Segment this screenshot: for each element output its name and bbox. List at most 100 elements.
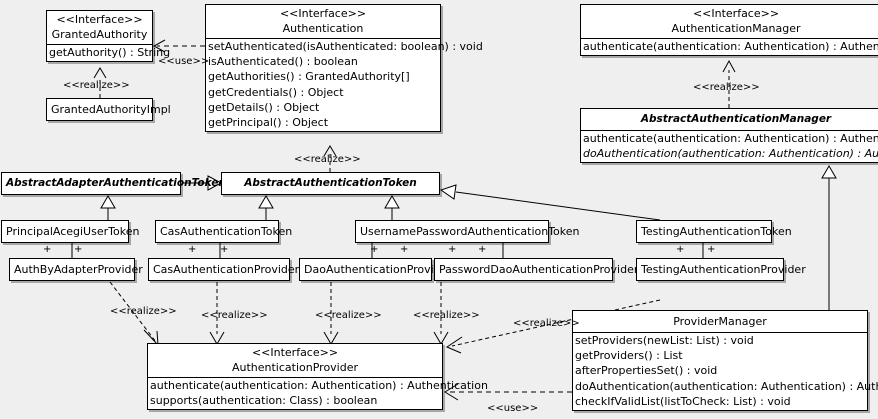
- member-row: getAuthorities() : GrantedAuthority[]: [208, 70, 410, 84]
- assoc-marker-plus: +: [74, 244, 83, 255]
- class-box-provider-manager[interactable]: ProviderManager setProviders(newList: Li…: [572, 310, 878, 412]
- class-name: DaoAuthenticationProvider: [304, 263, 452, 276]
- class-box-granted-authority[interactable]: <<Interface>> GrantedAuthority getAuthor…: [46, 10, 171, 63]
- class-name: GrantedAuthorityImpl: [51, 103, 171, 116]
- member-row: getDetails() : Object: [208, 100, 320, 114]
- class-header: <<Interface>> GrantedAuthority: [47, 11, 152, 44]
- class-members: setProviders(newList: List) : void getPr…: [573, 332, 878, 410]
- class-box-cas-authentication-token[interactable]: CasAuthenticationToken: [155, 220, 293, 243]
- edge-label-realize-authbyadapter: <<realize>>: [110, 306, 177, 317]
- edge-label-use-providermanager: <<use>>: [487, 403, 539, 414]
- assoc-marker-plus: +: [478, 244, 487, 255]
- edge-label-realize-grantedauthorityimpl: <<realize>>: [63, 80, 130, 91]
- edge-generalize-usernametoken-to-abstracttoken: [384, 195, 400, 220]
- edge-generalize-principaltoken-to-adaptertoken: [100, 195, 116, 220]
- class-name: PasswordDaoAuthenticationProvider: [439, 263, 639, 276]
- edge-label-realize-dao: <<realize>>: [315, 310, 382, 321]
- class-box-abstract-authentication-token[interactable]: AbstractAuthenticationToken: [221, 172, 440, 195]
- edge-label-use-grantedauthority: <<use>>: [158, 56, 210, 67]
- assoc-marker-plus: +: [188, 244, 197, 255]
- class-header: UsernamePasswordAuthenticationToken: [356, 221, 580, 242]
- assoc-marker-plus: +: [43, 244, 52, 255]
- member-row: authenticate(authentication: Authenticat…: [583, 40, 878, 53]
- class-name: AbstractAuthenticationManager: [640, 113, 832, 125]
- class-members: setAuthenticated(isAuthenticated: boolea…: [206, 38, 483, 131]
- member-row: setAuthenticated(isAuthenticated: boolea…: [208, 40, 483, 53]
- member-row: afterPropertiesSet() : void: [575, 364, 718, 378]
- member-row: authenticate(authentication: Authenticat…: [583, 132, 878, 145]
- class-header: TestingAuthenticationToken: [637, 221, 792, 242]
- edge-label-realize-testing: <<realize>>: [513, 318, 580, 329]
- member-row: getCredentials() : Object: [208, 85, 344, 99]
- class-box-principal-acegi-user-token[interactable]: PrincipalAcegiUserToken: [1, 220, 140, 243]
- class-name: UsernamePasswordAuthenticationToken: [360, 225, 580, 238]
- class-box-testing-authentication-token[interactable]: TestingAuthenticationToken: [636, 220, 792, 243]
- class-name: AuthenticationProvider: [231, 361, 359, 374]
- member-row: getProviders() : List: [575, 349, 683, 363]
- class-box-abstract-adapter-authentication-token[interactable]: AbstractAdapterAuthenticationToken: [1, 172, 226, 195]
- class-stereotype: <<Interface>>: [251, 346, 339, 359]
- edge-label-realize-passworddao: <<realize>>: [413, 310, 480, 321]
- class-members: authenticate(authentication: Authenticat…: [581, 130, 878, 162]
- class-name: AbstractAuthenticationToken: [244, 177, 417, 189]
- class-name: TestingAuthenticationProvider: [641, 263, 806, 276]
- class-name: TestingAuthenticationToken: [641, 225, 792, 238]
- member-row: getAuthority() : String: [49, 46, 171, 59]
- class-box-authentication-manager[interactable]: <<Interface>> AuthenticationManager auth…: [580, 4, 878, 57]
- edge-generalize-testingtoken-to-abstracttoken: [439, 184, 661, 221]
- edge-label-realize-cas: <<realize>>: [201, 310, 268, 321]
- edge-generalize-castoken-to-abstracttoken: [258, 195, 274, 220]
- assoc-marker-plus: +: [707, 244, 716, 255]
- class-members: authenticate(authentication: Authenticat…: [148, 377, 488, 409]
- class-header: <<Interface>> AuthenticationManager: [581, 5, 878, 38]
- class-header: DaoAuthenticationProvider: [300, 259, 452, 280]
- class-box-abstract-authentication-manager[interactable]: AbstractAuthenticationManager authentica…: [580, 108, 878, 164]
- class-box-authentication[interactable]: <<Interface>> Authentication setAuthenti…: [205, 4, 483, 133]
- class-members: getAuthority() : String: [47, 44, 171, 61]
- class-header: ProviderManager: [573, 311, 867, 332]
- member-row: getPrincipal() : Object: [208, 116, 329, 130]
- class-stereotype: <<Interface>>: [279, 7, 367, 20]
- class-box-cas-authentication-provider[interactable]: CasAuthenticationProvider: [148, 258, 299, 281]
- class-name: PrincipalAcegiUserToken: [6, 225, 140, 238]
- edge-label-realize-abstractauthenticationmanager: <<realize>>: [693, 82, 760, 93]
- member-row: authenticate(authentication: Authenticat…: [150, 379, 488, 392]
- assoc-marker-plus: +: [220, 244, 229, 255]
- class-header: PasswordDaoAuthenticationProvider: [435, 259, 639, 280]
- member-row: doAuthentication(authentication: Authent…: [575, 379, 878, 393]
- class-header: PrincipalAcegiUserToken: [2, 221, 140, 242]
- member-row: checkIfValidList(listToCheck: List) : vo…: [575, 394, 791, 408]
- assoc-marker-plus: +: [400, 244, 409, 255]
- class-name: CasAuthenticationToken: [160, 225, 293, 238]
- class-header: CasAuthenticationProvider: [149, 259, 299, 280]
- class-name: AbstractAdapterAuthenticationToken: [6, 177, 226, 189]
- class-header: TestingAuthenticationProvider: [637, 259, 806, 280]
- class-name: AuthByAdapterProvider: [14, 263, 143, 276]
- class-header: AuthByAdapterProvider: [10, 259, 143, 280]
- class-header: <<Interface>> AuthenticationProvider: [148, 344, 442, 377]
- assoc-marker-plus: +: [448, 244, 457, 255]
- member-row: supports(authentication: Class) : boolea…: [150, 394, 378, 408]
- class-name: GrantedAuthority: [51, 28, 148, 41]
- class-box-username-password-authentication-token[interactable]: UsernamePasswordAuthenticationToken: [355, 220, 580, 243]
- assoc-marker-plus: +: [370, 244, 379, 255]
- class-header: GrantedAuthorityImpl: [47, 99, 171, 120]
- member-row: isAuthenticated() : boolean: [208, 55, 358, 69]
- class-name: Authentication: [282, 22, 364, 35]
- class-header: AbstractAuthenticationManager: [581, 109, 878, 130]
- class-box-password-dao-authentication-provider[interactable]: PasswordDaoAuthenticationProvider: [434, 258, 639, 281]
- edge-generalize-providermanager-to-abstractauthenticationmanager: [821, 165, 837, 310]
- assoc-marker-plus: +: [676, 244, 685, 255]
- class-box-authentication-provider[interactable]: <<Interface>> AuthenticationProvider aut…: [147, 343, 488, 411]
- class-members: authenticate(authentication: Authenticat…: [581, 38, 878, 55]
- class-header: AbstractAuthenticationToken: [222, 173, 439, 194]
- class-stereotype: <<Interface>>: [56, 13, 143, 26]
- class-box-auth-by-adapter-provider[interactable]: AuthByAdapterProvider: [9, 258, 143, 281]
- class-box-testing-authentication-provider[interactable]: TestingAuthenticationProvider: [636, 258, 806, 281]
- class-stereotype: <<Interface>>: [692, 7, 780, 20]
- class-name: AuthenticationManager: [671, 22, 801, 35]
- class-box-granted-authority-impl[interactable]: GrantedAuthorityImpl: [46, 98, 171, 121]
- class-header: AbstractAdapterAuthenticationToken: [2, 173, 226, 194]
- class-box-dao-authentication-provider[interactable]: DaoAuthenticationProvider: [299, 258, 452, 281]
